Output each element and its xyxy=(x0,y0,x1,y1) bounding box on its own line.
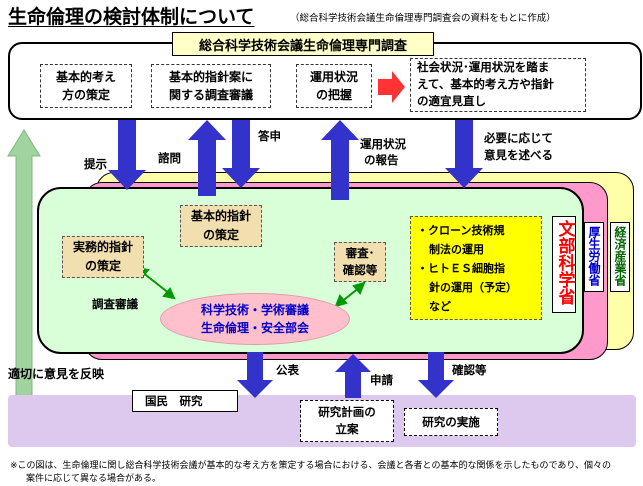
feedback-up-arrow xyxy=(7,129,41,430)
ministry-label-kousei: 厚生労働省 xyxy=(584,222,604,292)
page-subtitle: （総合科学技術会議生命倫理専門調査会の資料をもとに作成） xyxy=(290,13,556,24)
box-practical-guideline-line2: の策定 xyxy=(84,259,121,273)
box-basic-guideline-line1: 基本的指針 xyxy=(190,209,251,223)
arrow-teiji xyxy=(108,120,146,190)
arrow-opinion xyxy=(445,120,483,188)
box-basic-concept-line1: 基本的考え xyxy=(55,70,116,84)
bioethics-subcommittee-line1: 科学技術・学術審議 xyxy=(200,303,309,317)
box-practical-guideline-line1: 実務的指針 xyxy=(72,240,133,254)
ministry-label-monbu-text: 文部科学省 xyxy=(554,220,575,305)
arrow-shinsei xyxy=(335,354,371,398)
arrow-shimon xyxy=(188,120,226,196)
council-label: 総合科学技術会議生命倫理専門調査 xyxy=(172,32,434,56)
box-operation-status-line2: の把握 xyxy=(315,88,352,102)
label-teiji: 提示 xyxy=(84,157,107,171)
footnote-line1: ※この図は、生命倫理に関し総合科学技術会議が基本的な考え方を策定する場合における… xyxy=(10,461,612,471)
box-operation-status-line1: 運用状況 xyxy=(309,70,358,84)
ministry-label-keizai: 経済産業省 xyxy=(610,222,630,292)
label-toushin: 答申 xyxy=(258,129,281,143)
box-basic-concept-line2: 方の策定 xyxy=(61,88,110,102)
label-opinion-line2: 意見を述べる xyxy=(484,148,553,162)
box-review-line1: 社会状況･運用状況を踏ま xyxy=(417,60,550,74)
box-review-line2: えて、基本的考え方や指針 xyxy=(417,77,554,91)
ministry-label-kousei-text: 厚生労働省 xyxy=(587,226,601,286)
box-guideline-draft: 基本的指針案に 関する調査審議 xyxy=(151,64,271,108)
item-etc: など xyxy=(429,300,451,313)
label-opinion-line1: 必要に応じて xyxy=(484,131,553,145)
label-report: 運用状況 の報告 xyxy=(360,136,406,168)
footnote: ※この図は、生命倫理に関し総合科学技術会議が基本的な考え方を策定する場合における… xyxy=(10,460,635,486)
page-title: 生命倫理の検討体制について xyxy=(8,6,255,28)
box-review-confirm: 審査･ 確認等 xyxy=(334,242,386,282)
bioethics-subcommittee: 科学技術・学術審議 生命倫理・安全部会 xyxy=(160,293,350,345)
arrow-toushin xyxy=(222,120,260,188)
box-operation-status: 運用状況 の把握 xyxy=(296,64,372,108)
label-shinsei: 申請 xyxy=(370,373,393,387)
box-review: 社会状況･運用状況を踏ま えて、基本的考え方や指針 の適宜見直し xyxy=(410,58,586,112)
box-guideline-draft-line2: 関する調査審議 xyxy=(168,88,253,102)
box-research-plan: 研究計画の 立案 xyxy=(300,400,394,442)
label-opinion: 必要に応じて 意見を述べる xyxy=(484,130,553,164)
item-clone-line2: 制法の運用 xyxy=(429,243,484,256)
label-shimon: 諮問 xyxy=(158,151,181,165)
item-es-line1: ・ヒトＥＳ細胞指 xyxy=(417,262,505,275)
box-research-conduct: 研究の実施 xyxy=(404,408,498,436)
ministry-label-keizai-text: 経済産業省 xyxy=(613,226,627,286)
arrow-shinsa-link xyxy=(334,281,366,308)
item-es-line2: 針の運用（予定） xyxy=(429,281,517,294)
box-public-research: 国民 研究 xyxy=(132,390,238,412)
operation-items-box: ・クローン技術規 制法の運用 ・ヒトＥＳ細胞指 針の運用（予定） など xyxy=(410,216,542,320)
label-reflect-opinion: 適切に意見を反映 xyxy=(8,367,105,381)
arrow-kakunin xyxy=(418,352,454,398)
label-report-line1: 運用状況 xyxy=(360,137,406,151)
box-review-confirm-line2: 確認等 xyxy=(342,263,378,277)
box-review-line3: の適宜見直し xyxy=(417,94,486,108)
ministry-label-monbu: 文部科学省 xyxy=(552,216,576,313)
box-basic-guideline: 基本的指針 の策定 xyxy=(180,205,262,247)
box-review-confirm-line1: 審査･ xyxy=(345,246,375,260)
label-kouhyou: 公表 xyxy=(276,363,299,377)
box-basic-guideline-line2: の策定 xyxy=(202,228,239,242)
arrow-report xyxy=(321,120,359,200)
box-guideline-draft-line1: 基本的指針案に xyxy=(168,70,253,84)
arrow-kouhyou xyxy=(237,352,273,398)
label-report-line2: の報告 xyxy=(364,153,399,167)
box-basic-concept: 基本的考え 方の策定 xyxy=(40,64,132,108)
box-public-research-text: 国民 研究 xyxy=(145,393,203,408)
bioethics-subcommittee-line2: 生命倫理・安全部会 xyxy=(200,321,309,335)
box-research-conduct-text: 研究の実施 xyxy=(422,414,480,429)
box-research-plan-line2: 立案 xyxy=(335,422,359,436)
box-research-plan-line1: 研究計画の xyxy=(318,405,376,419)
footnote-line2: 案件に応じて異なる場合がある。 xyxy=(26,474,162,484)
item-clone-line1: ・クローン技術規 xyxy=(417,224,505,237)
label-kakunin: 確認等 xyxy=(452,363,487,377)
red-right-arrow-icon xyxy=(378,71,405,103)
box-practical-guideline: 実務的指針 の策定 xyxy=(62,236,144,278)
label-chousa: 調査審議 xyxy=(92,297,138,311)
